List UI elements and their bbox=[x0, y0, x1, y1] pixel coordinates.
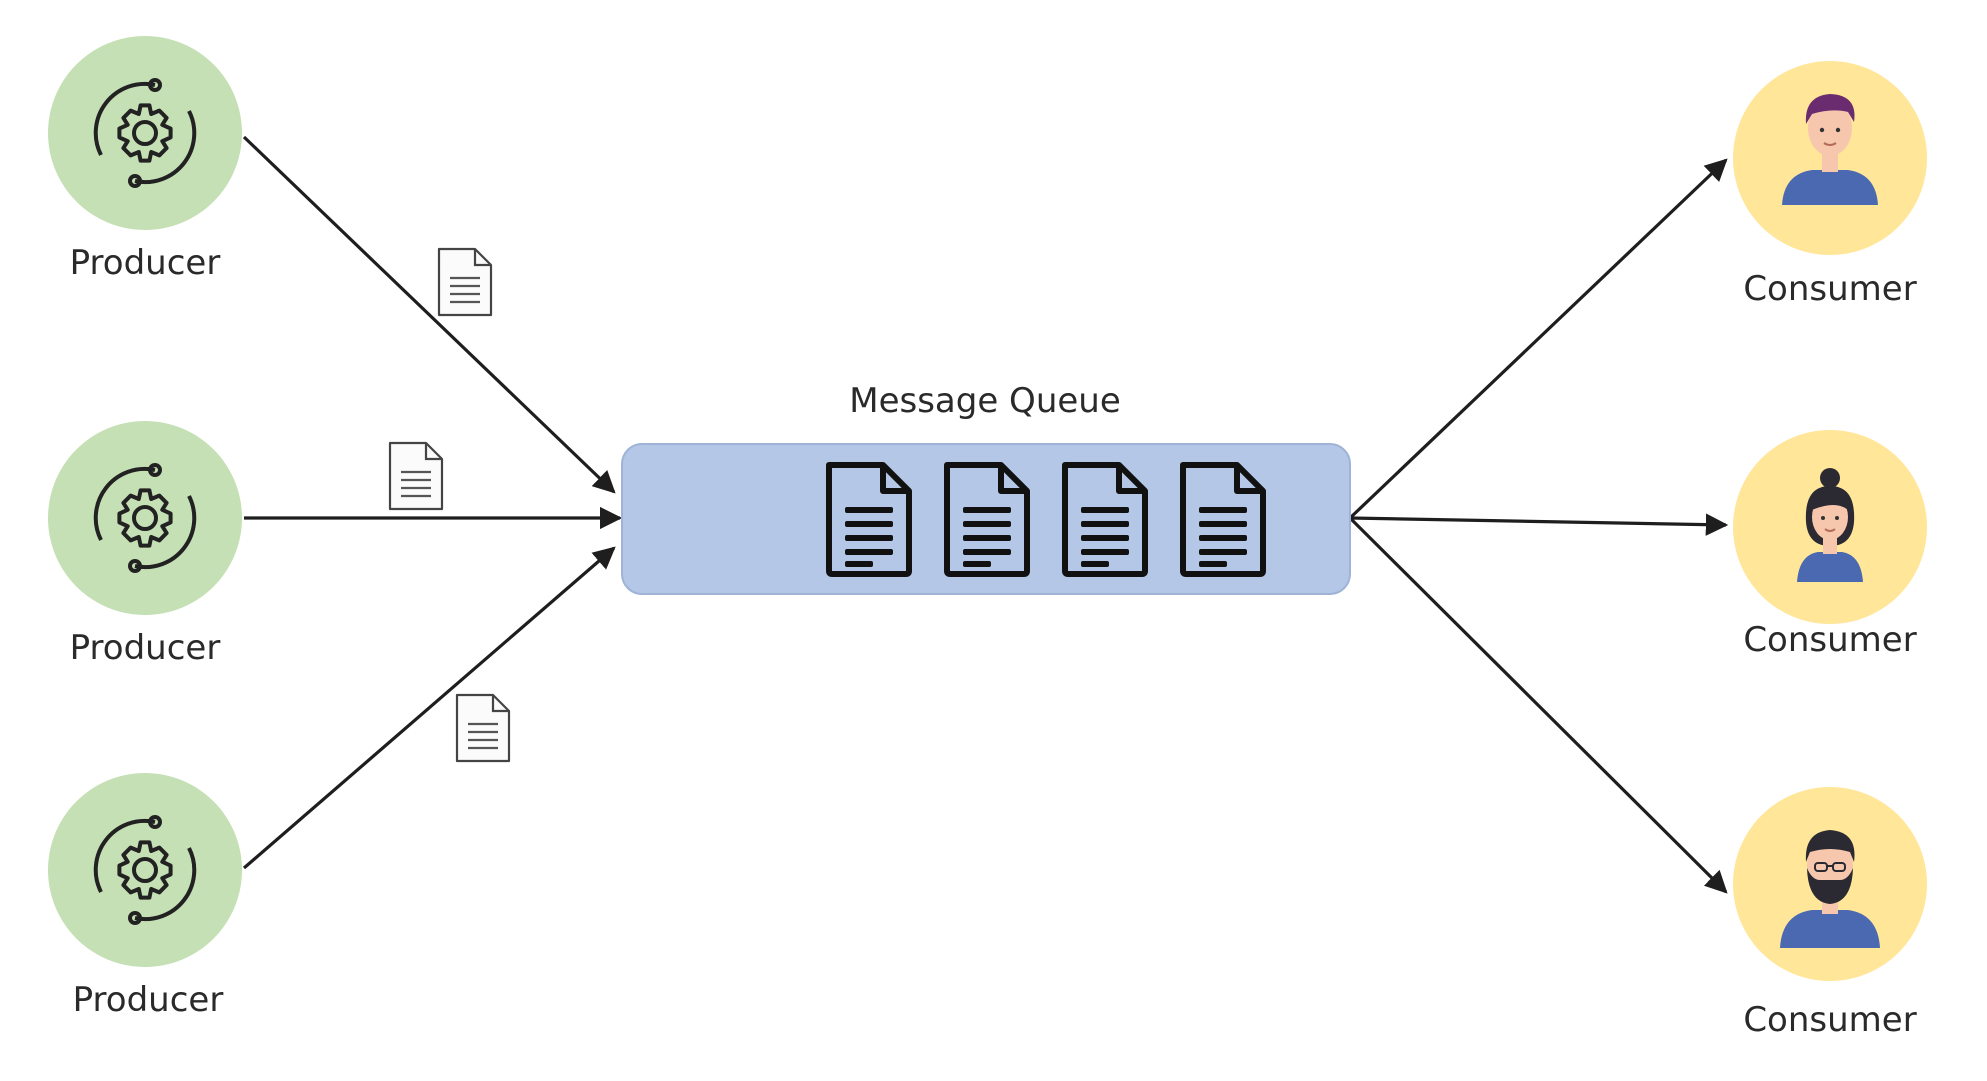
consumer-node: Consumer bbox=[1733, 61, 1927, 309]
consumer-label: Consumer bbox=[1743, 269, 1916, 309]
producer-node: Producer bbox=[48, 773, 242, 1020]
consumer-node: Consumer bbox=[1733, 430, 1927, 660]
producer-label: Producer bbox=[73, 980, 224, 1020]
queue-label: Message Queue bbox=[849, 381, 1121, 421]
bearded-man-avatar-icon bbox=[1780, 830, 1880, 948]
producer-label: Producer bbox=[70, 243, 221, 283]
consumer-node: Consumer bbox=[1733, 787, 1927, 1040]
document-icon bbox=[437, 247, 493, 317]
document-icon bbox=[388, 441, 444, 511]
producer-circle bbox=[48, 36, 242, 230]
arrow-queue-to-consumer-3 bbox=[1348, 516, 1728, 894]
producer-circle bbox=[48, 773, 242, 967]
arrow-queue-to-consumer-1 bbox=[1348, 158, 1728, 520]
consumer-label: Consumer bbox=[1743, 620, 1916, 660]
man-avatar-icon bbox=[1782, 94, 1878, 205]
message-queue: Message Queue bbox=[621, 381, 1351, 595]
in-transit-messages bbox=[388, 247, 511, 763]
producer-node: Producer bbox=[48, 421, 242, 668]
queue-box bbox=[621, 443, 1351, 595]
producer-to-queue-arrows bbox=[242, 135, 623, 870]
arrow-producer-3-to-queue bbox=[242, 546, 616, 870]
queue-to-consumer-arrows bbox=[1348, 158, 1729, 894]
consumer-label: Consumer bbox=[1743, 1000, 1916, 1040]
document-icon bbox=[455, 693, 511, 763]
producer-label: Producer bbox=[70, 628, 221, 668]
producer-circle bbox=[48, 421, 242, 615]
woman-avatar-icon bbox=[1797, 468, 1863, 582]
producer-node: Producer bbox=[48, 36, 242, 283]
arrow-queue-to-consumer-2 bbox=[1349, 513, 1729, 536]
arrow-producer-1-to-queue bbox=[242, 135, 616, 494]
